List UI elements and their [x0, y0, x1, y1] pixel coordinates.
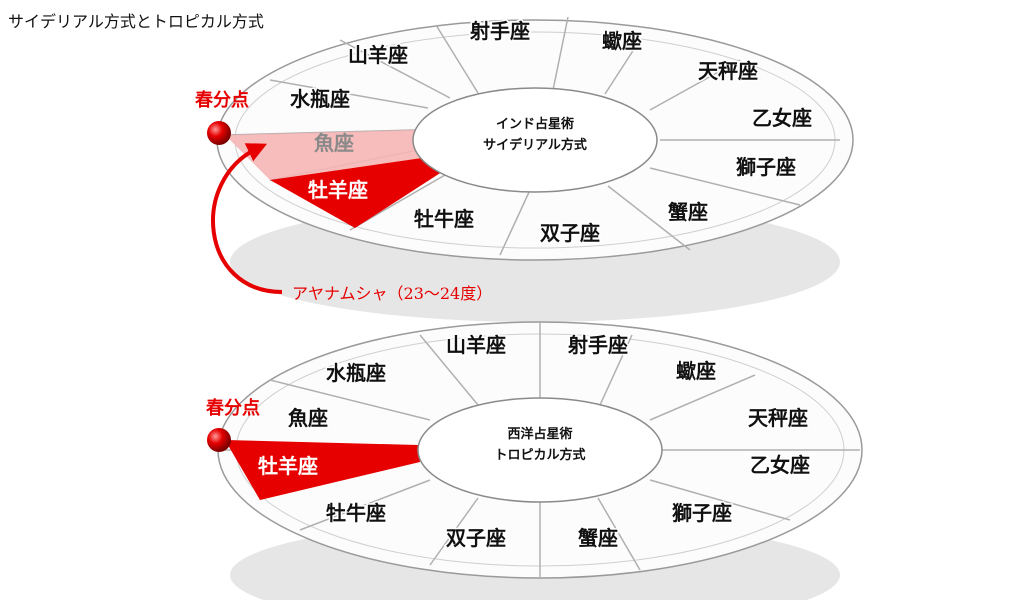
tropical-sign-capricorn: 山羊座 — [446, 333, 506, 357]
tropical-sign-taurus: 牡牛座 — [326, 501, 386, 525]
pisces-faded-wedge — [225, 130, 422, 180]
tropical-sign-sagittarius: 射手座 — [567, 333, 628, 357]
tropical-wheel: 西洋占星術 トロピカル方式 山羊座 射手座 蠍座 天秤座 乙女座 獅子座 蟹座 … — [206, 321, 863, 600]
sidereal-center-line-2: サイデリアル方式 — [483, 137, 587, 153]
sidereal-sign-virgo: 乙女座 — [752, 106, 812, 130]
tropical-sign-gemini: 双子座 — [446, 526, 506, 550]
sidereal-center — [412, 87, 658, 193]
sidereal-sign-taurus: 牡牛座 — [414, 207, 474, 231]
sidereal-center-line-1: インド占星術 — [496, 116, 574, 132]
sidereal-sign-aries: 牡羊座 — [308, 178, 368, 202]
tropical-sign-aries: 牡羊座 — [258, 454, 318, 478]
sidereal-sign-libra: 天秤座 — [698, 59, 758, 83]
tropical-equinox-label: 春分点 — [206, 397, 260, 419]
tropical-sign-scorpio: 蠍座 — [676, 359, 716, 383]
tropical-sign-virgo: 乙女座 — [750, 453, 810, 477]
page-title: サイデリアル方式とトロピカル方式 — [8, 12, 264, 31]
tropical-sign-aquarius: 水瓶座 — [326, 361, 386, 385]
sidereal-sign-scorpio: 蠍座 — [602, 29, 642, 53]
tropical-center-line-2: トロピカル方式 — [494, 447, 585, 463]
ayanamsa-label: アヤナムシャ（23～24度） — [292, 284, 492, 303]
sidereal-equinox-label: 春分点 — [195, 89, 249, 111]
tropical-center-line-1: 西洋占星術 — [507, 426, 572, 442]
sidereal-sign-sagittarius: 射手座 — [469, 19, 530, 43]
sidereal-sign-aquarius: 水瓶座 — [290, 87, 350, 111]
sidereal-sign-leo: 獅子座 — [736, 155, 796, 179]
tropical-aries-red-wedge — [225, 440, 420, 500]
sidereal-sign-cancer: 蟹座 — [668, 200, 708, 224]
tropical-center — [417, 397, 663, 503]
sidereal-wheel: インド占星術 サイデリアル方式 山羊座 射手座 蠍座 天秤座 乙女座 獅子座 蟹… — [195, 16, 854, 322]
ayanamsa-arrow — [211, 143, 283, 294]
sidereal-sign-capricorn: 山羊座 — [348, 43, 408, 67]
tropical-sign-cancer: 蟹座 — [578, 526, 618, 550]
tropical-equinox-marker — [207, 428, 231, 452]
sidereal-sign-gemini: 双子座 — [540, 221, 600, 245]
tropical-sign-leo: 獅子座 — [672, 501, 732, 525]
tropical-sign-pisces: 魚座 — [288, 406, 328, 430]
sidereal-equinox-marker — [207, 121, 231, 145]
tropical-sign-libra: 天秤座 — [748, 406, 808, 430]
aries-red-wedge — [270, 158, 448, 228]
sidereal-sign-pisces: 魚座 — [314, 131, 354, 155]
